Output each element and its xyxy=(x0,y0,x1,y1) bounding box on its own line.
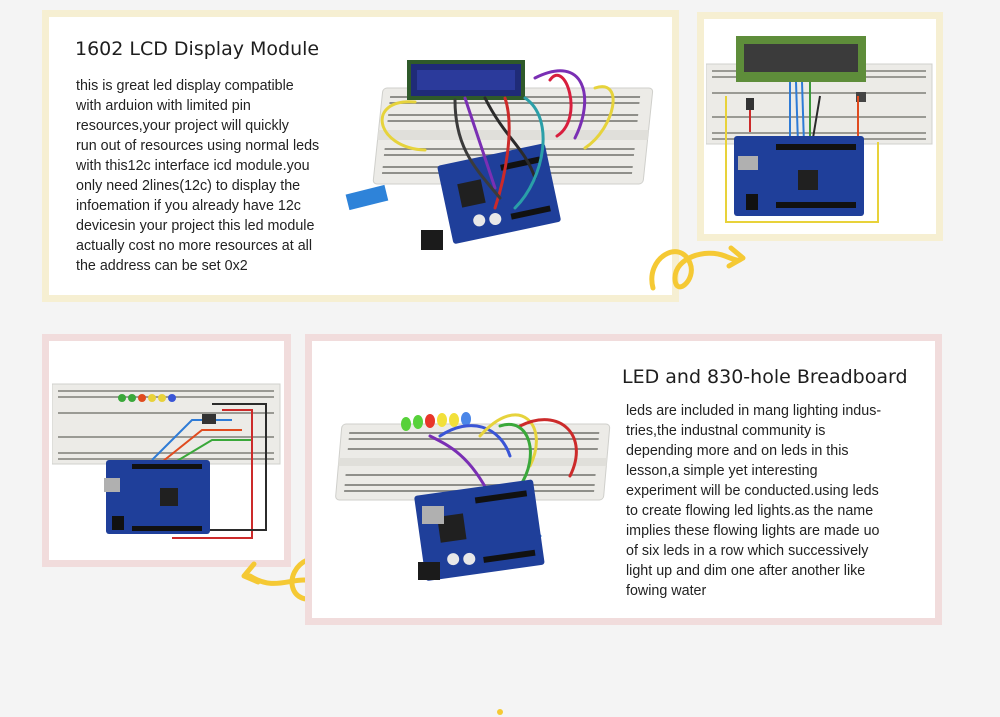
lcd-wiring-diagram xyxy=(706,36,934,226)
description-line: resources,your project will quickly xyxy=(76,118,289,134)
page-indicator-dot xyxy=(497,709,503,715)
description-line: with arduion with limited pin xyxy=(76,98,251,114)
description-line: run out of resources using normal leds xyxy=(76,138,320,154)
description-line: to create flowing led lights.as the name xyxy=(626,503,874,519)
description-line: only need 2lines(12c) to display the xyxy=(76,178,301,194)
lcd-section-description: this is great led display compatible with… xyxy=(76,76,319,276)
description-line: this is great led display compatible xyxy=(76,78,294,94)
led-breadboard-arduino-photo xyxy=(330,396,620,592)
description-line: with this12c interface icd module.you xyxy=(76,158,310,174)
description-line: implies these flowing lights are made uo xyxy=(626,523,880,539)
description-line: infoemation if you already have 12c xyxy=(76,198,301,214)
description-line: leds are included in mang lighting indus… xyxy=(626,403,882,419)
curly-arrow-icon xyxy=(649,245,746,291)
description-line: devicesin your project this led module xyxy=(76,218,315,234)
description-line: actually cost no more resources at all xyxy=(76,238,313,254)
description-line: fowing water xyxy=(626,583,707,599)
description-line: light up and dim one after another like xyxy=(626,563,866,579)
breadboard-section-title: LED and 830-hole Breadboard xyxy=(622,366,908,388)
breadboard-section-description: leds are included in mang lighting indus… xyxy=(626,401,881,601)
lcd-breadboard-arduino-photo xyxy=(345,58,663,268)
led-wiring-diagram xyxy=(52,380,282,542)
description-line: experiment will be conducted.using leds xyxy=(626,483,879,499)
description-line: lesson,a simple yet interesting xyxy=(626,463,818,479)
description-line: tries,the industnal community is xyxy=(626,423,826,439)
description-line: the address can be set 0x2 xyxy=(76,258,248,274)
lcd-section-title: 1602 LCD Display Module xyxy=(75,38,320,60)
description-line: depending more and on leds in this xyxy=(626,443,849,459)
description-line: of six leds in a row which successively xyxy=(626,543,869,559)
